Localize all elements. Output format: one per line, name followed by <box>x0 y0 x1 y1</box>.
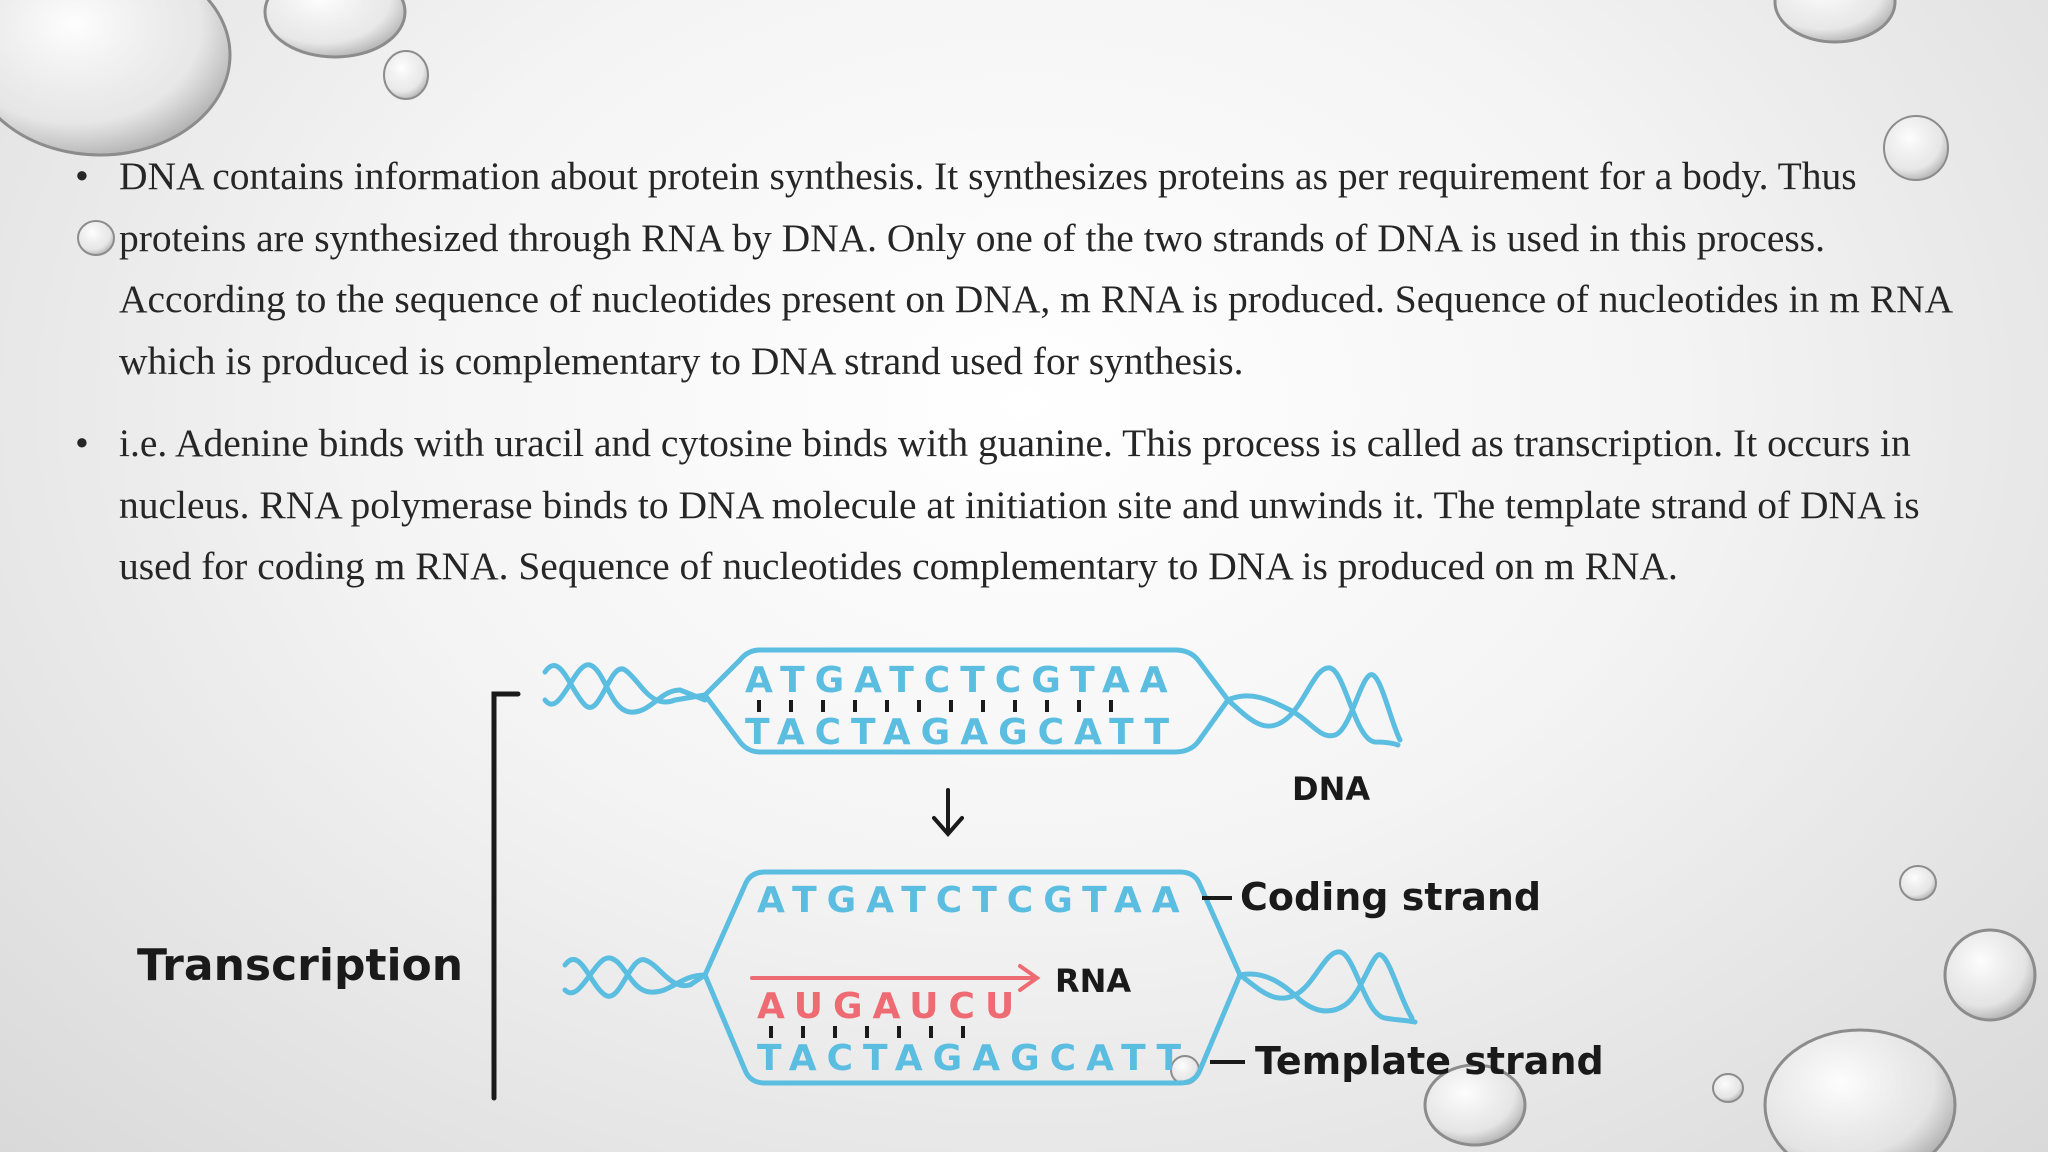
label-dna: DNA <box>1292 770 1370 808</box>
drop-right-middle <box>1899 865 1937 901</box>
rna-base-pair-ticks <box>769 1026 965 1038</box>
dna-left-helix-2 <box>542 662 708 715</box>
drop-top-left-medium <box>263 0 407 59</box>
bullet-item: i.e. Adenine binds with uracil and cytos… <box>75 413 1975 598</box>
bubble-left-helix <box>562 957 708 999</box>
label-rna: RNA <box>1055 962 1131 1000</box>
dna-left-helix <box>542 663 708 710</box>
transcription-bracket <box>491 691 521 1101</box>
template-strand-sequence: TACTAGAGCATT <box>757 1038 1191 1079</box>
rna-arrow <box>750 964 1041 992</box>
drop-bottom-right-large <box>1763 1028 1957 1152</box>
dna-base-pair-ticks <box>757 700 1113 712</box>
label-template-strand: Template strand <box>1255 1039 1604 1083</box>
bullet-list: DNA contains information about protein s… <box>75 146 1975 619</box>
dna-right-helix-2 <box>1225 672 1403 743</box>
dna-double-strand <box>542 647 1403 755</box>
transcription-bubble <box>562 869 1418 1086</box>
rna-sequence: AUGAUCU <box>757 986 1024 1027</box>
bubble-left-helix-2 <box>562 955 708 996</box>
bubble-right-helix <box>1237 949 1418 1025</box>
dna-top-strand-sequence: ATGATCTCGTAA <box>745 660 1178 701</box>
drop-bottom-right-small <box>1712 1073 1744 1103</box>
down-arrow-icon <box>932 788 964 838</box>
bubble-right-helix-2 <box>1237 952 1415 1021</box>
coding-strand-sequence: ATGATCTCGTAA <box>757 880 1190 921</box>
dna-bottom-strand-sequence: TACTAGAGCATT <box>745 712 1179 753</box>
coding-strand-path <box>702 869 1243 978</box>
drop-top-right <box>1773 0 1897 44</box>
label-transcription: Transcription <box>137 940 463 991</box>
drop-top-left-small <box>383 50 429 100</box>
label-coding-strand: Coding strand <box>1240 875 1541 919</box>
bullet-item: DNA contains information about protein s… <box>75 146 1975 392</box>
template-strand-path <box>702 972 1243 1086</box>
dna-right-helix <box>1225 665 1401 748</box>
dna-top-strand: ATGATCTCGTAA <box>745 660 1178 701</box>
drop-right-lower <box>1943 928 2037 1022</box>
drop-bottom-center <box>1423 1063 1527 1147</box>
